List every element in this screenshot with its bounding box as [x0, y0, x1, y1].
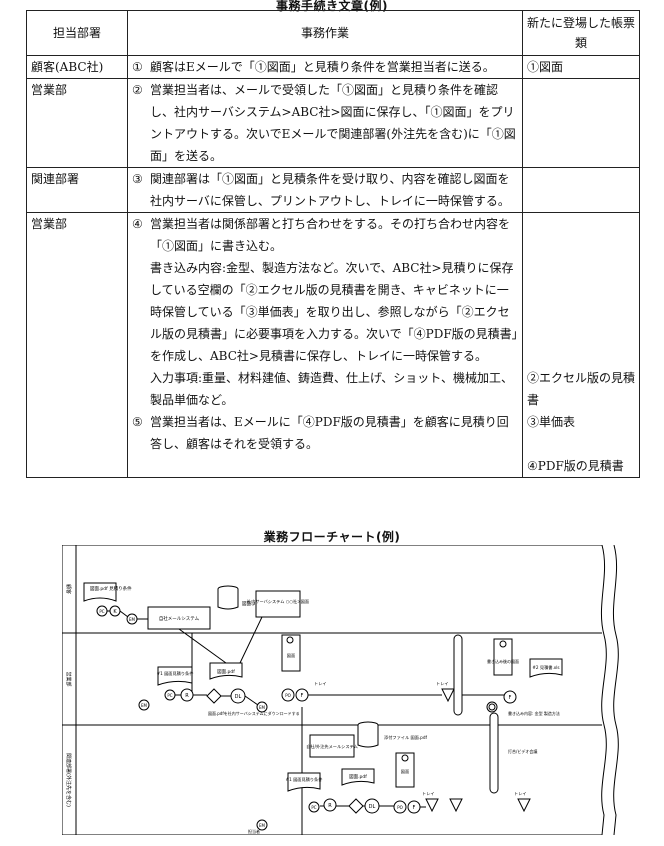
- docs-cell: [522, 78, 640, 168]
- r-icon: R: [185, 693, 189, 699]
- zumen-pdf-label: 図面.pdf: [217, 669, 235, 675]
- f-icon: F: [301, 693, 304, 699]
- task-cell: ④ 営業担当者は関係部署と打ち合わせをする。その打ち合わせ内容を「①図面」に書き込…: [127, 212, 523, 478]
- doc-item: ③単価表: [527, 415, 576, 429]
- step-text: 顧客はEメールで「①図面」と見積り条件を営業担当者に送る。: [150, 60, 495, 74]
- lane-customer: 顧客: [65, 584, 72, 594]
- doc-item: ④PDF版の見積書: [527, 459, 624, 473]
- header-docs: 新たに登場した帳票類: [522, 10, 640, 56]
- table-header-row: 担当部署 事務作業 新たに登場した帳票類: [26, 10, 640, 56]
- zumen-pdf-label: 図面.pdf: [349, 774, 367, 780]
- step-number: ③: [132, 172, 143, 186]
- docs-cell: ②エクセル版の見積書 ③単価表 ④PDF版の見積書: [522, 212, 640, 478]
- server-system-label: 社内サーバシステム ○○社>図面: [247, 598, 309, 605]
- task-cell: ③ 関連部署は「①図面」と見積条件を受け取り、内容を確認し図面を社内サーバに保管し…: [127, 167, 523, 213]
- f-icon: F: [509, 695, 512, 701]
- database-icon: [217, 589, 239, 610]
- em-icon: EM: [259, 705, 266, 710]
- download-note: 図面.pdfを社内サーバシステムにダウンロードする: [208, 710, 300, 716]
- f-icon: F: [413, 805, 416, 811]
- pc-icon: PC: [311, 805, 316, 810]
- step-text: 営業担当者は、メールで受領した「①図面」と見積り条件を確認し、社内サーバシステム…: [150, 83, 516, 163]
- db-label: 図面.pdf: [242, 601, 260, 607]
- dept-cell: 顧客(ABC社): [26, 55, 128, 79]
- kakikomi-label: 書き込み後の図面: [487, 658, 519, 664]
- em-icon: EM: [259, 823, 266, 828]
- pc-icon: PC: [99, 609, 104, 614]
- step-number: ⑤: [132, 415, 143, 429]
- mitsumori-xls-label: #2 見積書.xls: [532, 664, 559, 671]
- step-text: 入力事項:重量、材料建値、鋳造費、仕上げ、ショット、機械加工、製品単価など。: [150, 371, 513, 407]
- tantousha-label: 担当者: [248, 828, 260, 834]
- dl-icon: DL: [369, 804, 376, 810]
- step-number: ①: [132, 60, 143, 74]
- table-row: 営業部 ④ 営業担当者は関係部署と打ち合わせをする。その打ち合わせ内容を「①図面」に…: [26, 212, 640, 478]
- zumen-jouken-label: #1 図面見積り条件: [157, 670, 194, 677]
- lane-related: 関連部署(外注先を含む): [65, 753, 72, 807]
- doc-item: ①図面: [527, 60, 564, 74]
- task-step: 書き込み内容:金型、製造方法など。次いで、ABC社>見積りに保存している空欄の「…: [132, 257, 518, 367]
- po-icon: PO: [285, 693, 291, 698]
- doc-shape: [83, 582, 117, 602]
- task-step: 入力事項:重量、材料建値、鋳造費、仕上げ、ショット、機械加工、製品単価など。: [132, 367, 518, 411]
- mail-system-label: 自社メールシステム: [159, 615, 200, 622]
- k-icon: K: [113, 609, 117, 615]
- step-number: [132, 367, 150, 411]
- table-row: 顧客(ABC社) ① 顧客はEメールで「①図面」と見積り条件を営業担当者に送る。 ①図…: [26, 55, 640, 79]
- docs-cell: ①図面: [522, 55, 640, 79]
- lane-sales: 営業部: [65, 671, 72, 686]
- server-system-box: [255, 590, 301, 618]
- procedure-table: 担当部署 事務作業 新たに登場した帳票類 顧客(ABC社) ① 顧客はEメールで「①…: [26, 10, 640, 478]
- kakikomi-naiyou: 書き込み内容: 金型 製造方法: [508, 710, 560, 716]
- lane-divider: [62, 632, 602, 726]
- table-row: 関連部署 ③ 関連部署は「①図面」と見積条件を受け取り、内容を確認し図面を社内サーバ…: [26, 167, 640, 213]
- tray-label: トレイ: [436, 681, 449, 686]
- em-icon: EM: [141, 703, 148, 708]
- uchiawase-label: 打合/ビデオ会議: [508, 748, 537, 754]
- task-cell: ① 顧客はEメールで「①図面」と見積り条件を営業担当者に送る。: [127, 55, 523, 79]
- zumen-label: 図面: [401, 769, 409, 775]
- pc-icon: PC: [167, 693, 172, 698]
- step-number: ②: [132, 83, 143, 97]
- tray-label: トレイ: [422, 791, 435, 796]
- doc-label: 図面.pdf 見積り条件: [90, 585, 132, 592]
- jisha-mail-label: 自社/外注先メールシステム: [306, 743, 358, 750]
- step-text: 営業担当者は関係部署と打ち合わせをする。その打ち合わせ内容を「①図面」に書き込む…: [150, 217, 511, 253]
- task-step: ⑤ 営業担当者は、Eメールに「④PDF版の見積書」を顧客に見積り回答し、顧客はそれ…: [132, 411, 518, 455]
- task-step: ② 営業担当者は、メールで受領した「①図面」と見積り条件を確認し、社内サーバシステ…: [132, 79, 518, 167]
- step-number: [132, 257, 150, 367]
- r-icon: R: [328, 803, 332, 809]
- step-text: 書き込み内容:金型、製造方法など。次いで、ABC社>見積りに保存している空欄の「…: [150, 261, 518, 363]
- step-text: 営業担当者は、Eメールに「④PDF版の見積書」を顧客に見積り回答し、顧客はそれを…: [150, 415, 509, 451]
- flowchart: 顧客 営業部 関連部署(外注先を含む) 図面.pdf 見積り条件 PC K EM…: [62, 545, 619, 835]
- zumen-jouken-label: #1 図面見積り条件: [286, 776, 323, 783]
- step-number: ④: [132, 217, 143, 231]
- tensou-file-label: 添付ファイル 図面.pdf: [384, 734, 427, 741]
- em-icon: EM: [129, 617, 136, 622]
- tray-label: トレイ: [514, 791, 527, 796]
- table-body: 顧客(ABC社) ① 顧客はEメールで「①図面」と見積り条件を営業担当者に送る。 ①図…: [26, 55, 640, 478]
- docs-cell: [522, 167, 640, 213]
- doc-item: ②エクセル版の見積書: [527, 371, 636, 407]
- zumen-label: 図面: [287, 653, 295, 659]
- step-text: 関連部署は「①図面」と見積条件を受け取り、内容を確認し図面を社内サーバに保管し、…: [150, 172, 510, 208]
- po-icon: PO: [397, 805, 403, 810]
- dept-cell: 営業部: [26, 78, 128, 168]
- header-task: 事務作業: [127, 10, 523, 56]
- dl-icon: DL: [235, 694, 242, 700]
- header-dept: 担当部署: [26, 10, 128, 56]
- table-title: 事務手続き文章(例): [276, 0, 388, 13]
- tray-label: トレイ: [314, 681, 327, 686]
- flow-title: 業務フローチャート(例): [263, 530, 401, 544]
- dept-cell: 関連部署: [26, 167, 128, 213]
- task-cell: ② 営業担当者は、メールで受領した「①図面」と見積り条件を確認し、社内サーバシステ…: [127, 78, 523, 168]
- dept-cell: 営業部: [26, 212, 128, 478]
- task-step: ③ 関連部署は「①図面」と見積条件を受け取り、内容を確認し図面を社内サーバに保管し…: [132, 168, 518, 212]
- task-step: ① 顧客はEメールで「①図面」と見積り条件を営業担当者に送る。: [132, 56, 518, 78]
- tray-icon: [441, 688, 455, 703]
- table-row: 営業部 ② 営業担当者は、メールで受領した「①図面」と見積り条件を確認し、社内サーバ…: [26, 78, 640, 168]
- task-step: ④ 営業担当者は関係部署と打ち合わせをする。その打ち合わせ内容を「①図面」に書き込…: [132, 213, 518, 257]
